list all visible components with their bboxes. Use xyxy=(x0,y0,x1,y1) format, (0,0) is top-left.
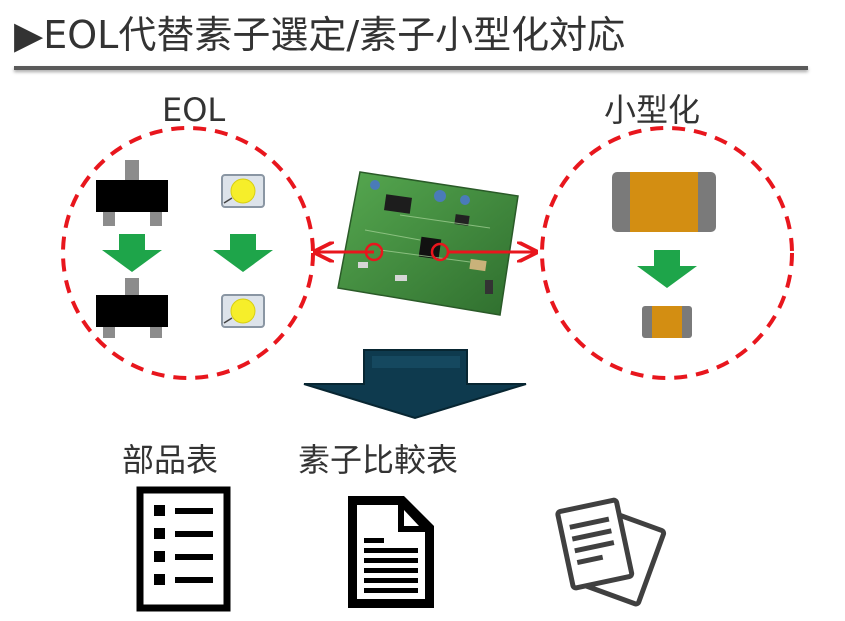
result-down-arrow-icon xyxy=(303,349,527,420)
green-arrow-led-icon xyxy=(213,234,273,272)
eol-dashed-circle xyxy=(61,126,315,380)
eol-label: EOL xyxy=(162,91,226,129)
stacked-papers-icon xyxy=(555,497,667,607)
miniaturization-dashed-circle xyxy=(540,126,794,380)
large-chip-icon xyxy=(612,172,716,232)
green-arrow-transistor-icon xyxy=(102,234,162,272)
page-title: ▶EOL代替素子選定/素子小型化対応 xyxy=(14,13,626,57)
parts-list-label: 部品表 xyxy=(122,441,219,479)
small-chip-icon xyxy=(642,306,692,338)
document-icon xyxy=(348,496,434,608)
pcb-board-image xyxy=(337,171,519,316)
led-replacement-icon xyxy=(221,294,265,328)
highlight-circle-left xyxy=(364,242,384,262)
led-icon xyxy=(221,174,265,208)
element-comparison-label: 素子比較表 xyxy=(298,441,459,479)
transistor-replacement-icon xyxy=(96,278,168,338)
miniaturization-label: 小型化 xyxy=(604,91,701,129)
parts-list-icon xyxy=(136,486,231,612)
transistor-icon xyxy=(96,160,168,226)
green-arrow-chip-icon xyxy=(637,250,697,288)
title-underline xyxy=(14,66,808,70)
highlight-circle-right xyxy=(430,242,450,262)
